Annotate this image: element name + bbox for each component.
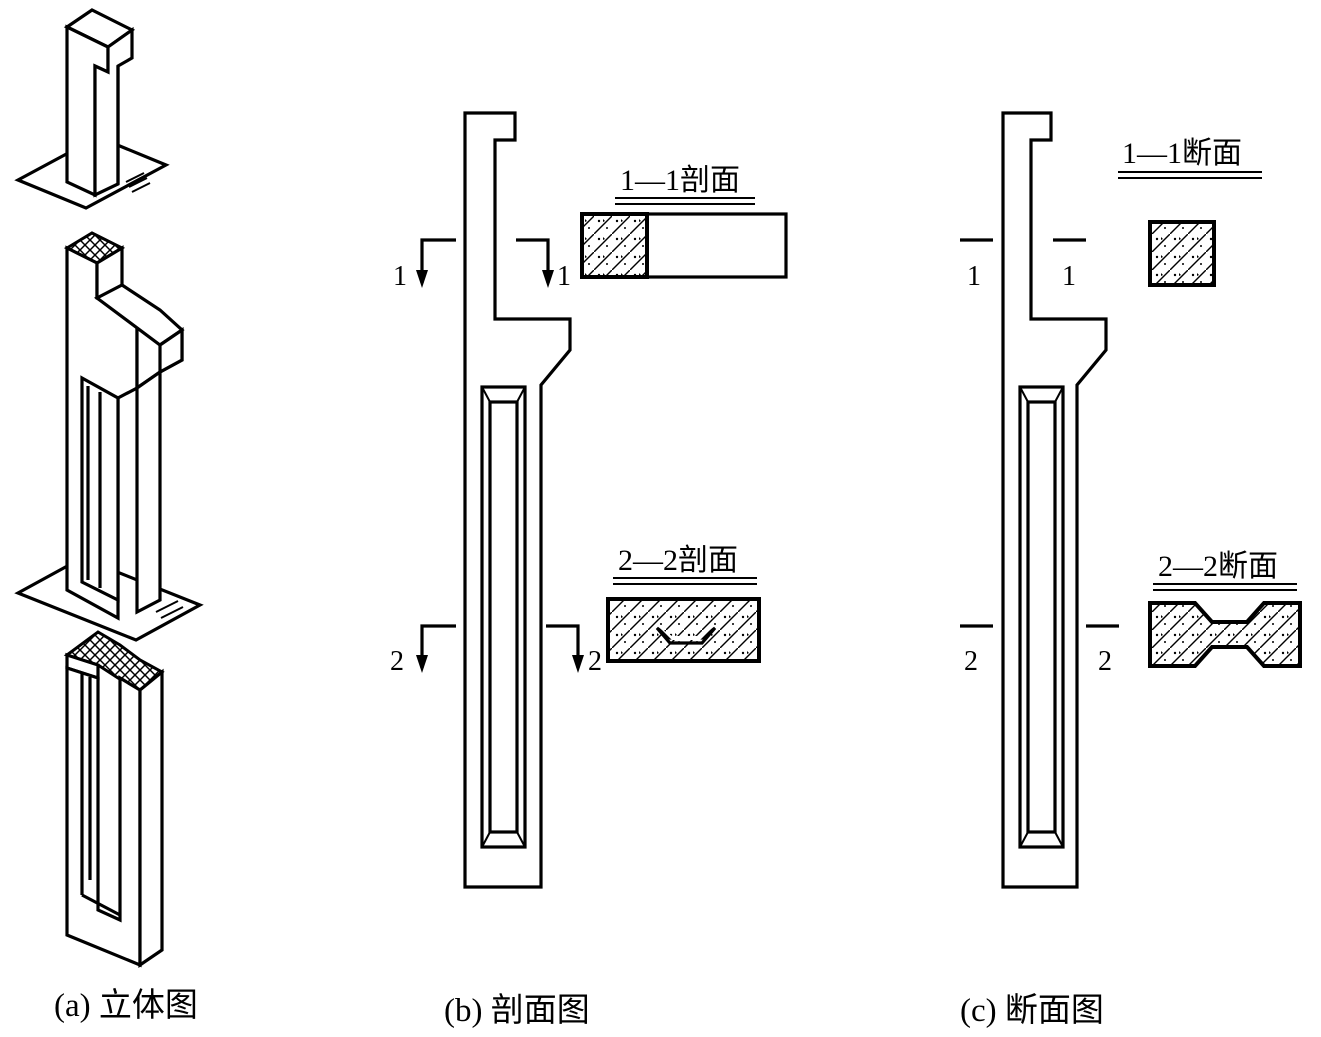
isometric-middle-piece bbox=[14, 231, 204, 642]
break-cut-1-right-label: 1 bbox=[1062, 261, 1076, 292]
section-1-1-profile bbox=[580, 212, 788, 279]
section-view: 1 1 2 2 1—1剖面 2—2剖面 bbox=[390, 111, 788, 889]
break-2-2-title: 2—2断面 bbox=[1158, 550, 1278, 583]
section-cut-2-right-label: 2 bbox=[588, 646, 602, 677]
break-cut-2-right-label: 2 bbox=[1098, 646, 1112, 677]
break-column-elevation bbox=[1001, 111, 1108, 889]
isometric-view bbox=[14, 8, 204, 969]
break-view: 1 1 2 2 1—1断面 2—2断面 bbox=[960, 111, 1302, 889]
break-1-1-title: 1—1断面 bbox=[1122, 137, 1242, 170]
caption-section: (b) 剖面图 bbox=[444, 992, 590, 1029]
section-2-2-title: 2—2剖面 bbox=[618, 544, 738, 577]
caption-break: (c) 断面图 bbox=[960, 992, 1104, 1029]
section-cut-1-left-label: 1 bbox=[393, 261, 407, 292]
break-cut-1-left-label: 1 bbox=[967, 261, 981, 292]
caption-isometric: (a) 立体图 bbox=[54, 987, 198, 1024]
section-cut-2-left-label: 2 bbox=[390, 646, 404, 677]
section-cut-marker-2 bbox=[416, 624, 584, 673]
section-1-1-title: 1—1剖面 bbox=[620, 164, 740, 197]
isometric-bottom-piece bbox=[63, 630, 165, 969]
section-cut-marker-1 bbox=[416, 238, 554, 288]
break-1-1-profile bbox=[1148, 220, 1216, 287]
break-2-2-profile bbox=[1148, 601, 1302, 668]
section-2-2-profile bbox=[606, 597, 761, 663]
section-cut-1-right-label: 1 bbox=[557, 261, 571, 292]
break-cut-2-left-label: 2 bbox=[964, 646, 978, 677]
isometric-top-piece bbox=[14, 8, 170, 210]
section-column-elevation bbox=[463, 111, 572, 889]
